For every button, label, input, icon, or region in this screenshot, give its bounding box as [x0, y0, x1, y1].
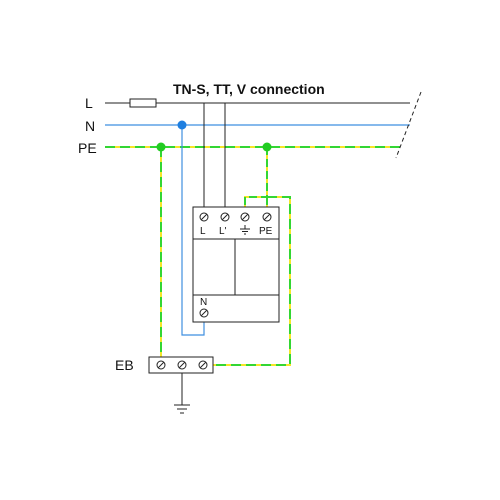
line-break-mark: [395, 91, 422, 159]
wire-neutral: [181, 125, 205, 336]
pe-junction-dot-right: [262, 142, 272, 152]
terminal-pe: [262, 212, 272, 222]
l-conductor: [105, 98, 410, 108]
equipotential-bonding-bar: [148, 356, 214, 374]
terminal-label-l: L: [200, 226, 206, 237]
line-label-l: L: [85, 95, 93, 111]
earth-symbol-icon: [240, 225, 250, 235]
terminal-label-l-prime: L': [219, 226, 227, 237]
terminal-earth: [240, 212, 250, 222]
bar-terminal-2: [177, 360, 187, 370]
n-junction-dot: [177, 120, 187, 130]
line-label-n: N: [85, 118, 95, 134]
diagram-title: TN-S, TT, V connection: [173, 81, 325, 97]
terminal-label-n: N: [200, 297, 207, 308]
bar-terminal-1: [156, 360, 166, 370]
surge-protection-device: L L' PE N: [192, 206, 280, 323]
terminal-l: [199, 212, 209, 222]
terminal-label-pe: PE: [259, 226, 273, 237]
terminal-l-prime: [220, 212, 230, 222]
pe-wiring: [160, 147, 291, 366]
pe-junction-dot-left: [156, 142, 166, 152]
bonding-bar-label: EB: [115, 357, 134, 373]
terminal-n: [199, 308, 209, 318]
bar-terminal-3: [198, 360, 208, 370]
line-label-pe: PE: [78, 140, 97, 156]
ground-icon: [174, 373, 190, 414]
fuse-symbol: [129, 98, 157, 108]
